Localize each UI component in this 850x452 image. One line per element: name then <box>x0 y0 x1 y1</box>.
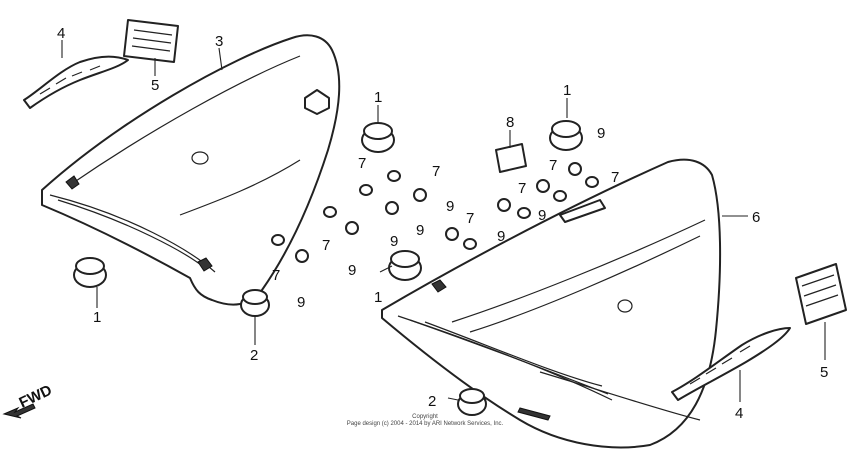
nut <box>536 179 550 193</box>
callout-7: 7 <box>322 237 330 254</box>
callout-3: 3 <box>215 33 223 50</box>
callout-9: 9 <box>390 233 398 250</box>
nut <box>345 221 359 235</box>
grommet-left <box>73 257 107 288</box>
washer <box>387 170 401 182</box>
washer <box>271 234 285 246</box>
callout-labels: 1 1 1 1 2 2 3 4 4 5 5 6 7 7 7 7 7 7 7 7 … <box>57 25 828 422</box>
copyright-line1: Copyright <box>412 414 438 420</box>
copyright-notice: Copyright Page design (c) 2004 - 2014 by… <box>300 414 550 428</box>
callout-1: 1 <box>374 89 382 106</box>
callout-7: 7 <box>466 210 474 227</box>
nut <box>295 249 309 263</box>
emblem-right <box>671 327 791 401</box>
washer <box>553 190 567 202</box>
washer <box>585 176 599 188</box>
fwd-arrow: FWD <box>2 382 55 419</box>
callout-7: 7 <box>549 157 557 174</box>
grommet-mid-top <box>361 122 395 153</box>
callout-9: 9 <box>446 198 454 215</box>
callout-9: 9 <box>497 228 505 245</box>
callout-1: 1 <box>374 289 382 306</box>
callout-9: 9 <box>297 294 305 311</box>
callout-6: 6 <box>752 209 760 226</box>
callout-1: 1 <box>93 309 101 326</box>
callout-4: 4 <box>735 405 743 422</box>
callout-9: 9 <box>416 222 424 239</box>
nut <box>568 162 582 176</box>
callout-2: 2 <box>250 347 258 364</box>
nut <box>445 227 459 241</box>
callout-7: 7 <box>518 180 526 197</box>
left-side-cover <box>41 34 341 306</box>
callout-7: 7 <box>272 267 280 284</box>
emblem-plate-left <box>123 19 179 63</box>
washer <box>323 206 337 218</box>
emblem-left <box>23 55 129 109</box>
collar-right <box>457 388 487 416</box>
caution-label <box>495 143 527 173</box>
callout-9: 9 <box>538 207 546 224</box>
callout-1: 1 <box>563 82 571 99</box>
callout-7: 7 <box>611 169 619 186</box>
fastener-set <box>271 162 599 263</box>
fwd-label: FWD <box>17 382 55 412</box>
callout-5: 5 <box>151 77 159 94</box>
copyright-line2: Page design (c) 2004 - 2014 by ARI Netwo… <box>346 421 504 427</box>
callout-7: 7 <box>358 155 366 172</box>
collar-left <box>240 289 270 317</box>
washer <box>463 238 477 250</box>
nut <box>497 198 511 212</box>
nut <box>413 188 427 202</box>
grommet-right-top <box>549 120 583 151</box>
callout-4: 4 <box>57 25 65 42</box>
nut <box>385 201 399 215</box>
emblem-plate-right <box>795 263 847 325</box>
leader-lines <box>61 40 826 402</box>
callout-8: 8 <box>506 114 514 131</box>
callout-5: 5 <box>820 364 828 381</box>
washer <box>359 184 373 196</box>
callout-9: 9 <box>348 262 356 279</box>
grommet-mid-low <box>388 250 422 281</box>
callout-2: 2 <box>428 393 436 410</box>
callout-7: 7 <box>432 163 440 180</box>
washer <box>517 207 531 219</box>
callout-9: 9 <box>597 125 605 142</box>
right-side-cover <box>381 158 722 449</box>
